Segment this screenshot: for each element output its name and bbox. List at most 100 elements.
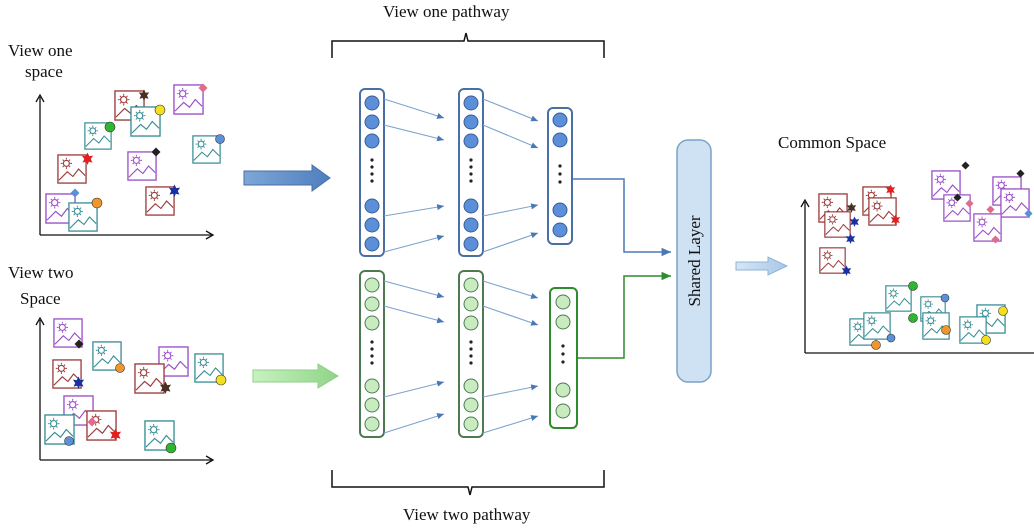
dot-marker-icon xyxy=(871,340,881,350)
image-card-icon xyxy=(68,202,98,232)
dot-marker-icon xyxy=(91,197,103,209)
circle-node-icon xyxy=(463,198,479,214)
circle-node-icon xyxy=(555,314,571,330)
view-two-space-points xyxy=(44,318,227,454)
view-two-space-label-line2: Space xyxy=(20,289,61,308)
view-two-pathway-layer-2 xyxy=(458,270,484,438)
circle-node-icon xyxy=(364,315,380,331)
view-one-pathway-layer-2 xyxy=(458,88,484,257)
shared-layer-label: Shared Layer xyxy=(685,215,704,306)
vertical-dots-icon xyxy=(370,158,374,183)
view-one-space-label-line1: View one xyxy=(8,41,73,60)
view-one-input-arrow xyxy=(243,164,331,192)
circle-node-icon xyxy=(463,378,479,394)
view-two-pathway-brace xyxy=(331,470,605,496)
common-space-label: Common Space xyxy=(778,133,887,152)
dot-marker-icon xyxy=(215,134,225,144)
circle-node-icon xyxy=(552,132,568,148)
common-space-points xyxy=(818,161,1033,350)
view-one-pathway-layer-3 xyxy=(547,107,573,245)
view-one-to-shared-connector xyxy=(572,178,671,257)
circle-node-icon xyxy=(463,133,479,149)
view-two-input-arrow xyxy=(252,363,339,389)
vertical-dots-icon xyxy=(370,340,374,365)
shared-layer-box: Shared Layer xyxy=(676,139,712,383)
circle-node-icon xyxy=(555,403,571,419)
image-card-icon xyxy=(134,363,165,394)
dot-marker-icon xyxy=(908,281,918,291)
image-card-icon xyxy=(1000,188,1030,218)
circle-node-icon xyxy=(463,114,479,130)
circle-node-icon xyxy=(552,112,568,128)
image-card-icon xyxy=(863,312,891,340)
image-card-icon xyxy=(819,247,846,274)
circle-node-icon xyxy=(364,236,380,252)
circle-node-icon xyxy=(463,296,479,312)
circle-node-icon xyxy=(364,133,380,149)
circle-node-icon xyxy=(552,222,568,238)
circle-node-icon xyxy=(364,416,380,432)
dot-marker-icon xyxy=(886,333,896,343)
view-one-space-label-line2: space xyxy=(25,62,63,81)
circle-node-icon xyxy=(463,95,479,111)
circle-node-icon xyxy=(364,114,380,130)
view-one-space-axes xyxy=(35,93,215,240)
circle-node-icon xyxy=(463,277,479,293)
view-two-pathway-layer-1 xyxy=(359,270,385,438)
circle-node-icon xyxy=(364,378,380,394)
view-one-pathway-connections xyxy=(383,98,539,253)
image-card-icon xyxy=(57,154,87,184)
image-card-icon xyxy=(868,197,897,226)
dot-marker-icon xyxy=(104,121,116,133)
image-card-icon xyxy=(145,186,175,216)
circle-node-icon xyxy=(364,217,380,233)
circle-node-icon xyxy=(555,294,571,310)
circle-node-icon xyxy=(552,202,568,218)
view-two-pathway-connections xyxy=(383,280,539,434)
diamond-marker-icon xyxy=(961,161,970,170)
star-marker-icon xyxy=(849,216,860,227)
image-card-icon xyxy=(173,84,204,115)
vertical-dots-icon xyxy=(561,344,565,364)
to-common-space-arrow xyxy=(735,256,789,276)
dot-marker-icon xyxy=(115,363,125,373)
view-one-pathway-brace xyxy=(331,32,605,58)
vertical-dots-icon xyxy=(558,164,562,184)
circle-node-icon xyxy=(463,315,479,331)
image-card-icon xyxy=(824,211,851,238)
dot-marker-icon xyxy=(981,335,991,345)
circle-node-icon xyxy=(463,217,479,233)
dot-marker-icon xyxy=(154,104,166,116)
view-one-pathway-label: View one pathway xyxy=(383,2,510,21)
view-two-space-axes xyxy=(35,316,215,465)
dot-marker-icon xyxy=(165,442,177,454)
view-one-space-points xyxy=(45,83,225,232)
diamond-marker-icon xyxy=(986,205,995,214)
image-card-icon xyxy=(127,151,157,181)
circle-node-icon xyxy=(364,277,380,293)
view-two-space-label-line1: View two xyxy=(8,263,74,282)
dot-marker-icon xyxy=(908,313,918,323)
vertical-dots-icon xyxy=(469,340,473,365)
dot-marker-icon xyxy=(940,293,950,303)
view-two-pathway-layer-3 xyxy=(549,287,578,429)
dot-marker-icon xyxy=(941,325,951,335)
circle-node-icon xyxy=(364,397,380,413)
circle-node-icon xyxy=(364,198,380,214)
circle-node-icon xyxy=(463,236,479,252)
view-two-to-shared-connector xyxy=(577,271,671,359)
dot-marker-icon xyxy=(64,436,74,446)
view-two-pathway-label: View two pathway xyxy=(403,505,531,524)
dot-marker-icon xyxy=(215,374,227,386)
view-one-pathway-layer-1 xyxy=(359,88,385,257)
common-space-axes xyxy=(800,198,1034,354)
vertical-dots-icon xyxy=(469,158,473,183)
circle-node-icon xyxy=(364,95,380,111)
image-card-icon xyxy=(885,285,912,312)
circle-node-icon xyxy=(555,382,571,398)
circle-node-icon xyxy=(463,416,479,432)
dot-marker-icon xyxy=(998,306,1008,316)
circle-node-icon xyxy=(364,296,380,312)
circle-node-icon xyxy=(463,397,479,413)
